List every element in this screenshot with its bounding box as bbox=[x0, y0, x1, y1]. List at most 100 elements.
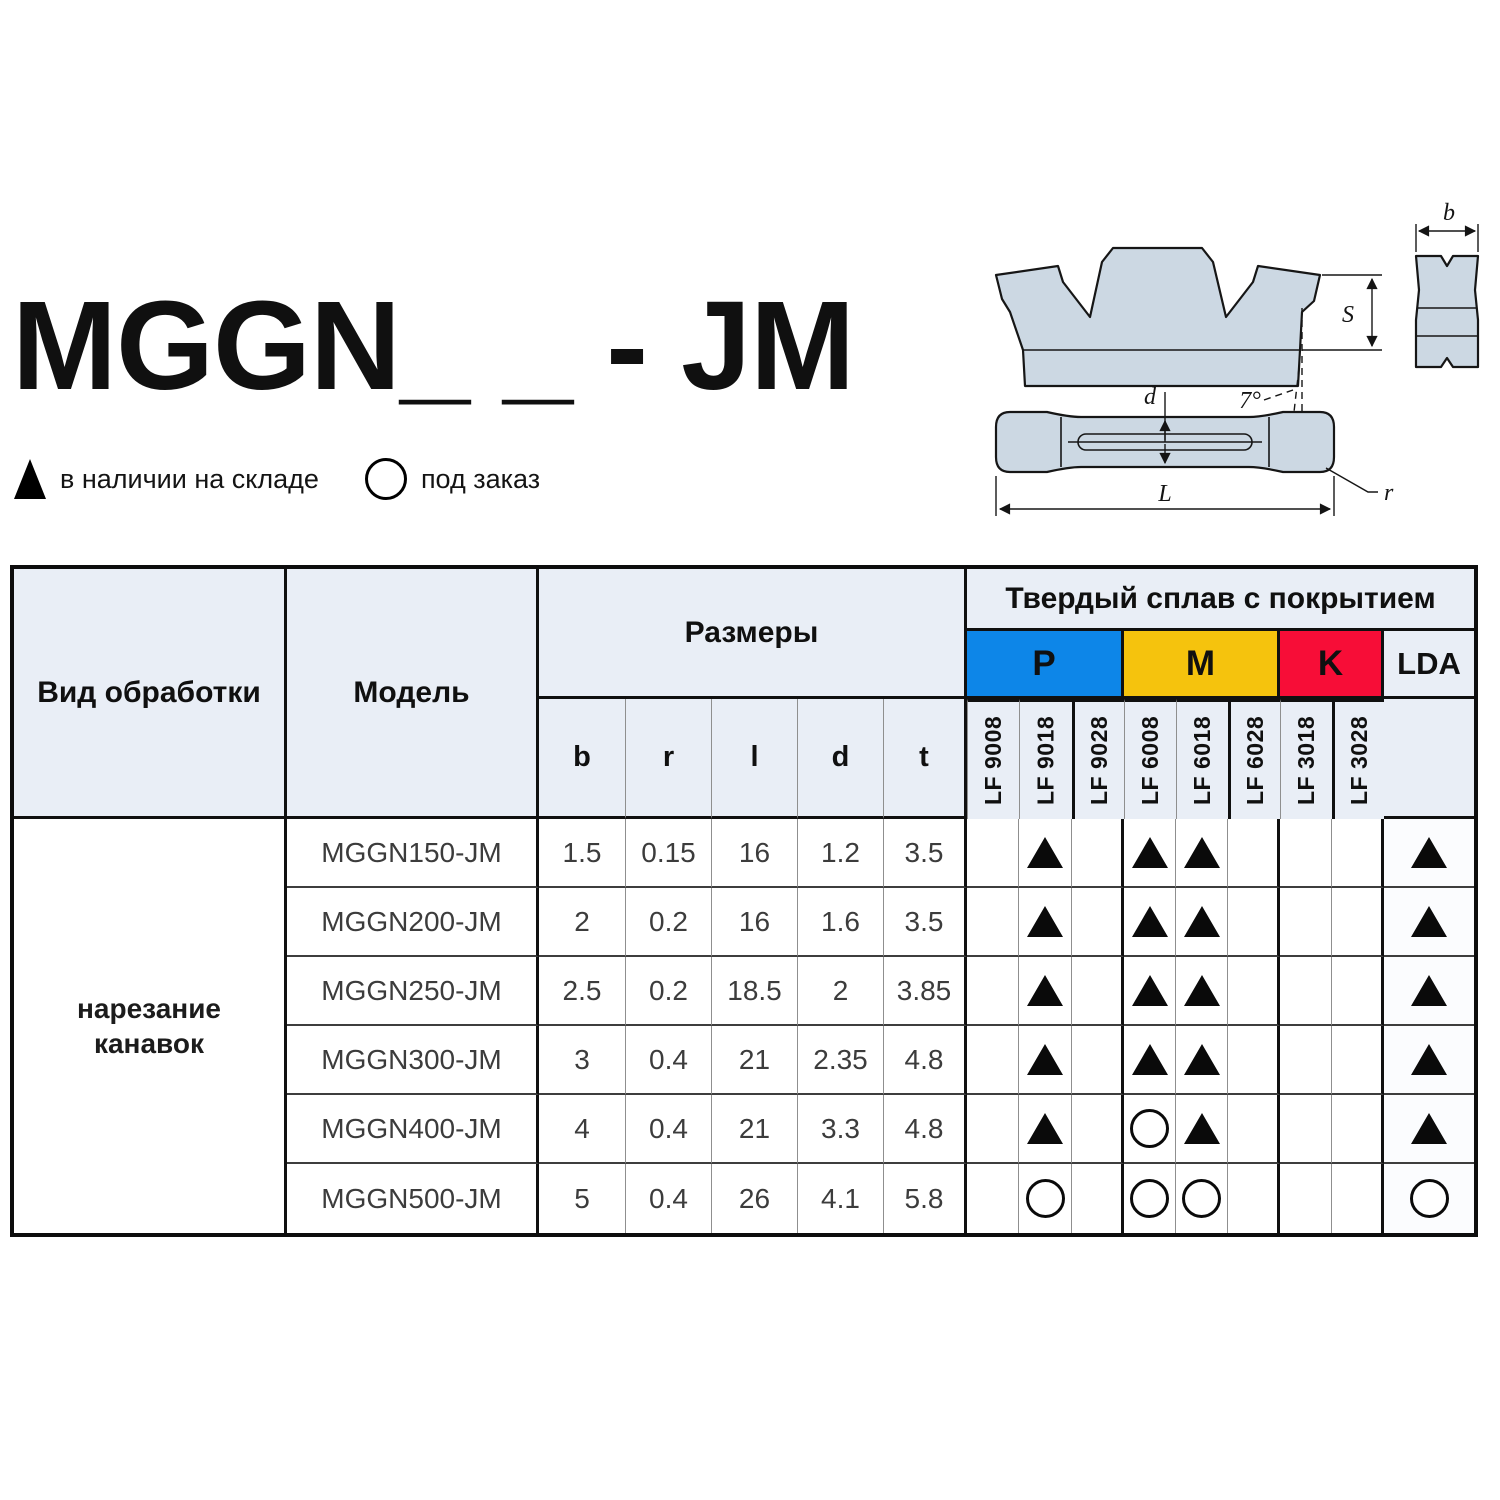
availability-cell bbox=[1228, 1095, 1280, 1164]
dim-col-d: d bbox=[798, 699, 884, 819]
model-cell: MGGN150-JM bbox=[287, 819, 539, 888]
availability-cell bbox=[1332, 888, 1384, 957]
availability-cell bbox=[967, 957, 1019, 1026]
dim-cell: 1.6 bbox=[798, 888, 884, 957]
availability-cell bbox=[1332, 957, 1384, 1026]
dim-b-label: b bbox=[1443, 200, 1455, 226]
on-order-circle-icon bbox=[364, 458, 407, 500]
in-stock-label: в наличии на складе bbox=[60, 463, 319, 494]
in-stock-triangle-icon bbox=[1027, 837, 1063, 868]
dim-cell: 3.3 bbox=[798, 1095, 884, 1164]
model-cell: MGGN200-JM bbox=[287, 888, 539, 957]
availability-cell bbox=[1072, 957, 1124, 1026]
group-lda: LDA bbox=[1384, 631, 1474, 699]
availability-cell bbox=[1176, 819, 1228, 888]
in-stock-triangle-icon bbox=[1411, 975, 1447, 1006]
grade-col-lf6028: LF 6028 bbox=[1228, 699, 1280, 819]
dim-col-r: r bbox=[626, 699, 712, 819]
dim-cell: 3.5 bbox=[884, 819, 967, 888]
processing-type-cell: нарезание канавок bbox=[14, 819, 287, 1233]
availability-cell bbox=[1384, 1095, 1474, 1164]
model-cell: MGGN500-JM bbox=[287, 1164, 539, 1233]
dim-cell: 21 bbox=[712, 1026, 798, 1095]
availability-cell bbox=[1176, 1164, 1228, 1233]
availability-cell bbox=[1332, 1095, 1384, 1164]
availability-cell bbox=[1228, 957, 1280, 1026]
model-cell: MGGN300-JM bbox=[287, 1026, 539, 1095]
in-stock-triangle-icon bbox=[1183, 975, 1220, 1006]
grade-col-lf6018: LF 6018 bbox=[1176, 699, 1228, 819]
availability-cell bbox=[1072, 1026, 1124, 1095]
availability-cell bbox=[1332, 819, 1384, 888]
in-stock-triangle-icon bbox=[1131, 1044, 1168, 1075]
dim-cell: 4 bbox=[539, 1095, 626, 1164]
dim-cell: 26 bbox=[712, 1164, 798, 1233]
in-stock-triangle-icon bbox=[1411, 1113, 1447, 1144]
dim-cell: 1.2 bbox=[798, 819, 884, 888]
dim-cell: 16 bbox=[712, 888, 798, 957]
availability-cell bbox=[1176, 1026, 1228, 1095]
availability-cell bbox=[1176, 888, 1228, 957]
in-stock-triangle-icon bbox=[1027, 975, 1063, 1006]
dim-cell: 18.5 bbox=[712, 957, 798, 1026]
dim-cell: 4.8 bbox=[884, 1095, 967, 1164]
availability-cell bbox=[1176, 957, 1228, 1026]
availability-cell bbox=[1280, 1095, 1332, 1164]
availability-cell bbox=[1228, 819, 1280, 888]
grade-col-lf3018: LF 3018 bbox=[1280, 699, 1332, 819]
header-dimensions: Размеры bbox=[539, 569, 967, 699]
on-order-label: под заказ bbox=[420, 463, 541, 494]
dim-cell: 16 bbox=[712, 819, 798, 888]
dim-r-label: r bbox=[1384, 480, 1394, 506]
availability-cell bbox=[1384, 1026, 1474, 1095]
on-order-circle-icon bbox=[1025, 1179, 1065, 1218]
availability-cell bbox=[967, 1026, 1019, 1095]
in-stock-triangle-icon bbox=[1027, 1044, 1063, 1075]
availability-cell bbox=[1280, 819, 1332, 888]
model-cell: MGGN250-JM bbox=[287, 957, 539, 1026]
dim-col-t: t bbox=[884, 699, 967, 819]
dim-cell: 3.85 bbox=[884, 957, 967, 1026]
in-stock-triangle-icon bbox=[1411, 906, 1447, 937]
availability-cell bbox=[1072, 888, 1124, 957]
dim-cell: 0.4 bbox=[626, 1095, 712, 1164]
availability-cell bbox=[1124, 888, 1176, 957]
availability-cell bbox=[1019, 1026, 1072, 1095]
availability-cell bbox=[1332, 1026, 1384, 1095]
dim-cell: 4.8 bbox=[884, 1026, 967, 1095]
group-k: K bbox=[1280, 631, 1384, 699]
grade-col-lf9018: LF 9018 bbox=[1019, 699, 1072, 819]
dim-col-b: b bbox=[539, 699, 626, 819]
dim-cell: 0.15 bbox=[626, 819, 712, 888]
insert-spec-table: Вид обработки Модель Размеры Твердый спл… bbox=[10, 565, 1478, 1237]
availability-cell bbox=[1124, 957, 1176, 1026]
insert-side-view: S 7° bbox=[994, 246, 1382, 414]
availability-cell bbox=[967, 819, 1019, 888]
in-stock-triangle-icon bbox=[14, 459, 46, 499]
availability-cell bbox=[1019, 957, 1072, 1026]
availability-cell bbox=[1124, 1095, 1176, 1164]
grade-col-lf9028: LF 9028 bbox=[1072, 699, 1124, 819]
grade-col-lda-empty bbox=[1384, 699, 1474, 819]
on-order-circle-icon bbox=[1130, 1109, 1169, 1148]
header-carbide: Твердый сплав с покрытием bbox=[967, 569, 1474, 631]
availability-cell bbox=[1124, 819, 1176, 888]
dim-cell: 1.5 bbox=[539, 819, 626, 888]
in-stock-triangle-icon bbox=[1411, 1044, 1447, 1075]
availability-cell bbox=[1072, 1095, 1124, 1164]
dim-cell: 4.1 bbox=[798, 1164, 884, 1233]
availability-cell bbox=[1280, 888, 1332, 957]
availability-cell bbox=[1072, 819, 1124, 888]
on-order-circle-icon bbox=[1182, 1179, 1221, 1218]
dim-cell: 0.2 bbox=[626, 957, 712, 1026]
grade-col-lf9008: LF 9008 bbox=[967, 699, 1019, 819]
availability-cell bbox=[1384, 819, 1474, 888]
availability-cell bbox=[1019, 888, 1072, 957]
in-stock-triangle-icon bbox=[1183, 906, 1220, 937]
in-stock-triangle-icon bbox=[1027, 1113, 1063, 1144]
availability-cell bbox=[1019, 1095, 1072, 1164]
availability-cell bbox=[1332, 1164, 1384, 1233]
availability-cell bbox=[1228, 1164, 1280, 1233]
insert-top-view: d L r bbox=[994, 384, 1394, 516]
availability-cell bbox=[1019, 819, 1072, 888]
